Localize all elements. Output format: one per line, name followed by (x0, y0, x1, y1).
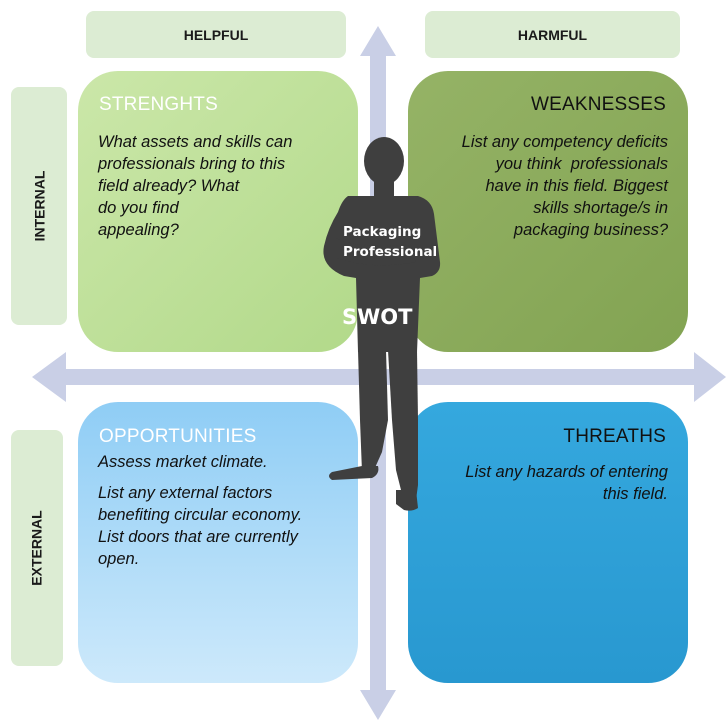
harmful-label: HARMFUL (517, 26, 588, 43)
external-side: EXTERNAL (11, 430, 63, 666)
weaknesses-title: WEAKNESSES (530, 94, 666, 115)
strengths-text: What assets and skills can professionals… (98, 131, 292, 241)
opportunities-line: List any external factors (98, 484, 273, 502)
opportunities-text: Assess market climate. List any external… (98, 451, 302, 570)
strengths-title: STRENGHTS (99, 94, 218, 115)
figure-label: Packaging Professional (343, 222, 437, 262)
figure-label-line2: Professional (343, 244, 438, 260)
opportunities-title: OPPORTUNITIES (99, 426, 257, 447)
figure-label-line1: Packaging (343, 224, 422, 240)
weaknesses-line: have in this field. Biggest (485, 177, 668, 195)
harmful-header: HARMFUL (425, 11, 680, 58)
weaknesses-quadrant: WEAKNESSES List any competency deficits … (408, 71, 688, 352)
opportunities-quadrant: OPPORTUNITIES Assess market climate. Lis… (78, 402, 358, 683)
threats-line: this field. (602, 485, 668, 503)
weaknesses-text: List any competency deficits you think p… (410, 131, 668, 241)
strengths-line: do you find (98, 199, 179, 217)
strengths-quadrant: STRENGHTS What assets and skills can pro… (78, 71, 358, 352)
weaknesses-line: packaging business? (513, 221, 668, 239)
threats-quadrant: THREATHS List any hazards of entering th… (408, 402, 688, 683)
threats-text: List any hazards of entering this field. (410, 461, 668, 505)
helpful-header: HELPFUL (86, 11, 346, 58)
weaknesses-line: List any competency deficits (461, 133, 668, 151)
strengths-line: appealing? (98, 221, 179, 239)
opportunities-line: List doors that are currently (98, 528, 298, 546)
opportunities-para1: Assess market climate. (98, 453, 268, 471)
opportunities-line: open. (98, 550, 140, 568)
internal-side: INTERNAL (11, 87, 67, 325)
opportunities-line: benefiting circular economy. (98, 506, 303, 524)
threats-line: List any hazards of entering (465, 463, 668, 481)
weaknesses-line: skills shortage/s in (533, 199, 668, 217)
strengths-line: field already? What (98, 177, 240, 195)
swot-label: SWOT (342, 305, 413, 329)
threats-title: THREATHS (563, 426, 666, 447)
strengths-line: professionals bring to this (98, 155, 286, 173)
helpful-label: HELPFUL (183, 26, 249, 43)
weaknesses-line: you think professionals (495, 155, 668, 173)
strengths-line: What assets and skills can (98, 133, 293, 151)
